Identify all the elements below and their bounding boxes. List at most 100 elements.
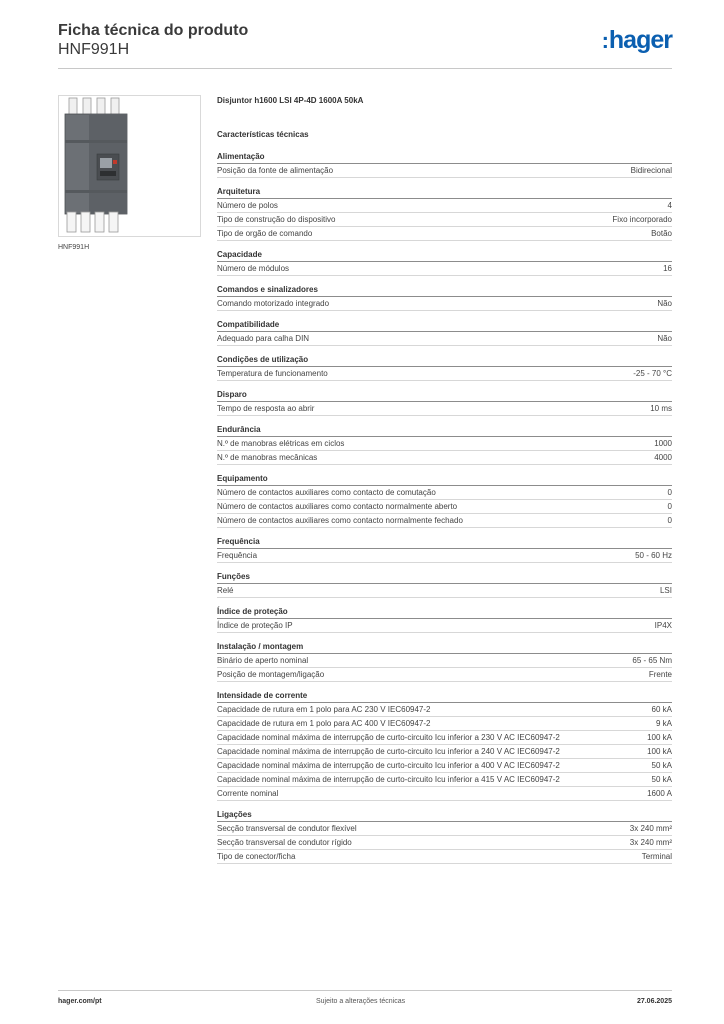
group-title: Condições de utilização (217, 355, 672, 367)
spec-value: Não (657, 299, 672, 308)
header-divider (58, 68, 672, 69)
spec-row: Capacidade nominal máxima de interrupção… (217, 745, 672, 759)
spec-label: Número de contactos auxiliares como cont… (217, 488, 436, 497)
group-title: Comandos e sinalizadores (217, 285, 672, 297)
spec-label: Número de contactos auxiliares como cont… (217, 502, 458, 511)
spec-label: Tipo de orgão de comando (217, 229, 313, 238)
group-title: Instalação / montagem (217, 642, 672, 654)
spec-row: Secção transversal de condutor flexível 3… (217, 822, 672, 836)
spec-value: 16 (663, 264, 672, 273)
group-title: Índice de proteção (217, 607, 672, 619)
spec-value: 9 kA (655, 719, 672, 728)
spec-label: Tipo de conector/ficha (217, 852, 296, 861)
spec-row: Número de contactos auxiliares como cont… (217, 514, 672, 528)
spec-row: Comando motorizado integrado Não (217, 297, 672, 311)
spec-value: IP4X (654, 621, 672, 630)
spec-label: Comando motorizado integrado (217, 299, 330, 308)
technical-characteristics-heading: Características técnicas (217, 130, 309, 139)
spec-row: Capacidade nominal máxima de interrupção… (217, 759, 672, 773)
group-title: Compatibilidade (217, 320, 672, 332)
spec-value: 0 (667, 502, 672, 511)
spec-row: Índice de proteção IP IP4X (217, 619, 672, 633)
spec-row: Temperatura de funcionamento-25 - 70 °C (217, 367, 672, 381)
spec-label: Adequado para calha DIN (217, 334, 310, 343)
spec-value: -25 - 70 °C (633, 369, 672, 378)
spec-label: Número de módulos (217, 264, 290, 273)
spec-value: Fixo incorporado (612, 215, 672, 224)
spec-value: 65 - 65 Nm (632, 656, 672, 665)
spec-value: 3x 240 mm² (629, 838, 672, 847)
spec-row: Tipo de construção do dispositivo Fixo in… (217, 213, 672, 227)
spec-value: 4 (667, 201, 672, 210)
spec-label: Posição de montagem/ligação (217, 670, 325, 679)
spec-value: Bidirecional (630, 166, 672, 175)
document-date: 27.06.2025 (636, 998, 672, 1005)
spec-label: Capacidade nominal máxima de interrupção… (217, 747, 560, 756)
spec-label: Tipo de construção do dispositivo (217, 215, 336, 224)
group-title: Arquitetura (217, 187, 672, 199)
spec-label: Frequência (217, 551, 258, 560)
spec-value: 0 (667, 516, 672, 525)
spec-row: Número de módulos 16 (217, 262, 672, 276)
spec-row: Número de contactos auxiliares como cont… (217, 500, 672, 514)
spec-value: 50 - 60 Hz (635, 551, 672, 560)
spec-row: Capacidade nominal máxima de interrupção… (217, 731, 672, 745)
spec-value: 60 kA (651, 705, 672, 714)
footer-divider (58, 990, 672, 991)
spec-value: 50 kA (651, 761, 672, 770)
spec-row: N.º de manobras elétricas em ciclos 1000 (217, 437, 672, 451)
website-link[interactable]: hager.com/pt (58, 998, 102, 1005)
logo-dots-icon: : (601, 28, 609, 53)
specification-content: Disjuntor h1600 LSI 4P-4D 1600A 50kA Car… (217, 96, 672, 873)
group-title: Ligações (217, 810, 672, 822)
spec-value: 50 kA (651, 775, 672, 784)
spec-label: Índice de proteção IP (217, 621, 293, 630)
spec-value: Frente (648, 670, 672, 679)
spec-value: Terminal (641, 852, 672, 861)
spec-value: 0 (667, 488, 672, 497)
spec-label: Capacidade de rutura em 1 polo para AC 2… (217, 705, 431, 714)
spec-row: Posição de montagem/ligação Frente (217, 668, 672, 682)
spec-value: 3x 240 mm² (629, 824, 672, 833)
spec-row: Tipo de orgão de comando Botão (217, 227, 672, 241)
spec-value: 1000 (654, 439, 672, 448)
hager-logo: :hager (601, 26, 673, 55)
spec-label: Capacidade nominal máxima de interrupção… (217, 761, 560, 770)
spec-value: Botão (651, 229, 672, 238)
spec-label: N.º de manobras mecânicas (217, 453, 318, 462)
spec-label: Capacidade nominal máxima de interrupção… (217, 733, 560, 742)
group-title: Endurância (217, 425, 672, 437)
spec-row: Capacidade de rutura em 1 polo para AC 4… (217, 717, 672, 731)
spec-label: Secção transversal de condutor flexível (217, 824, 357, 833)
page-header: Ficha técnica do produto HNF991H :hager (58, 22, 673, 68)
spec-label: Capacidade de rutura em 1 polo para AC 4… (217, 719, 431, 728)
circuit-breaker-image (58, 95, 201, 237)
logo-text: hager (608, 26, 673, 54)
spec-value: 100 kA (647, 733, 672, 742)
group-title: Equipamento (217, 474, 672, 486)
spec-label: Número de contactos auxiliares como cont… (217, 516, 463, 525)
image-caption: HNF991H (58, 244, 90, 251)
spec-row: Número de contactos auxiliares como cont… (217, 486, 672, 500)
spec-value: Não (657, 334, 672, 343)
group-title: Capacidade (217, 250, 672, 262)
spec-value: 10 ms (650, 404, 672, 413)
spec-row: Capacidade de rutura em 1 polo para AC 2… (217, 703, 672, 717)
spec-label: N.º de manobras elétricas em ciclos (217, 439, 345, 448)
